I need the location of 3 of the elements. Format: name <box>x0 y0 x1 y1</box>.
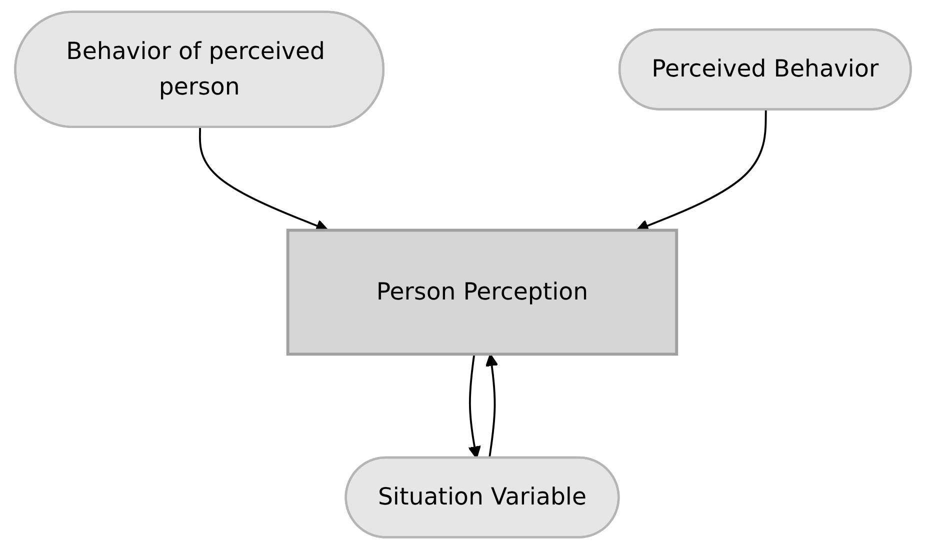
arrow <box>468 354 481 459</box>
node-box: Person Perception <box>286 228 678 356</box>
arrow <box>485 354 498 458</box>
